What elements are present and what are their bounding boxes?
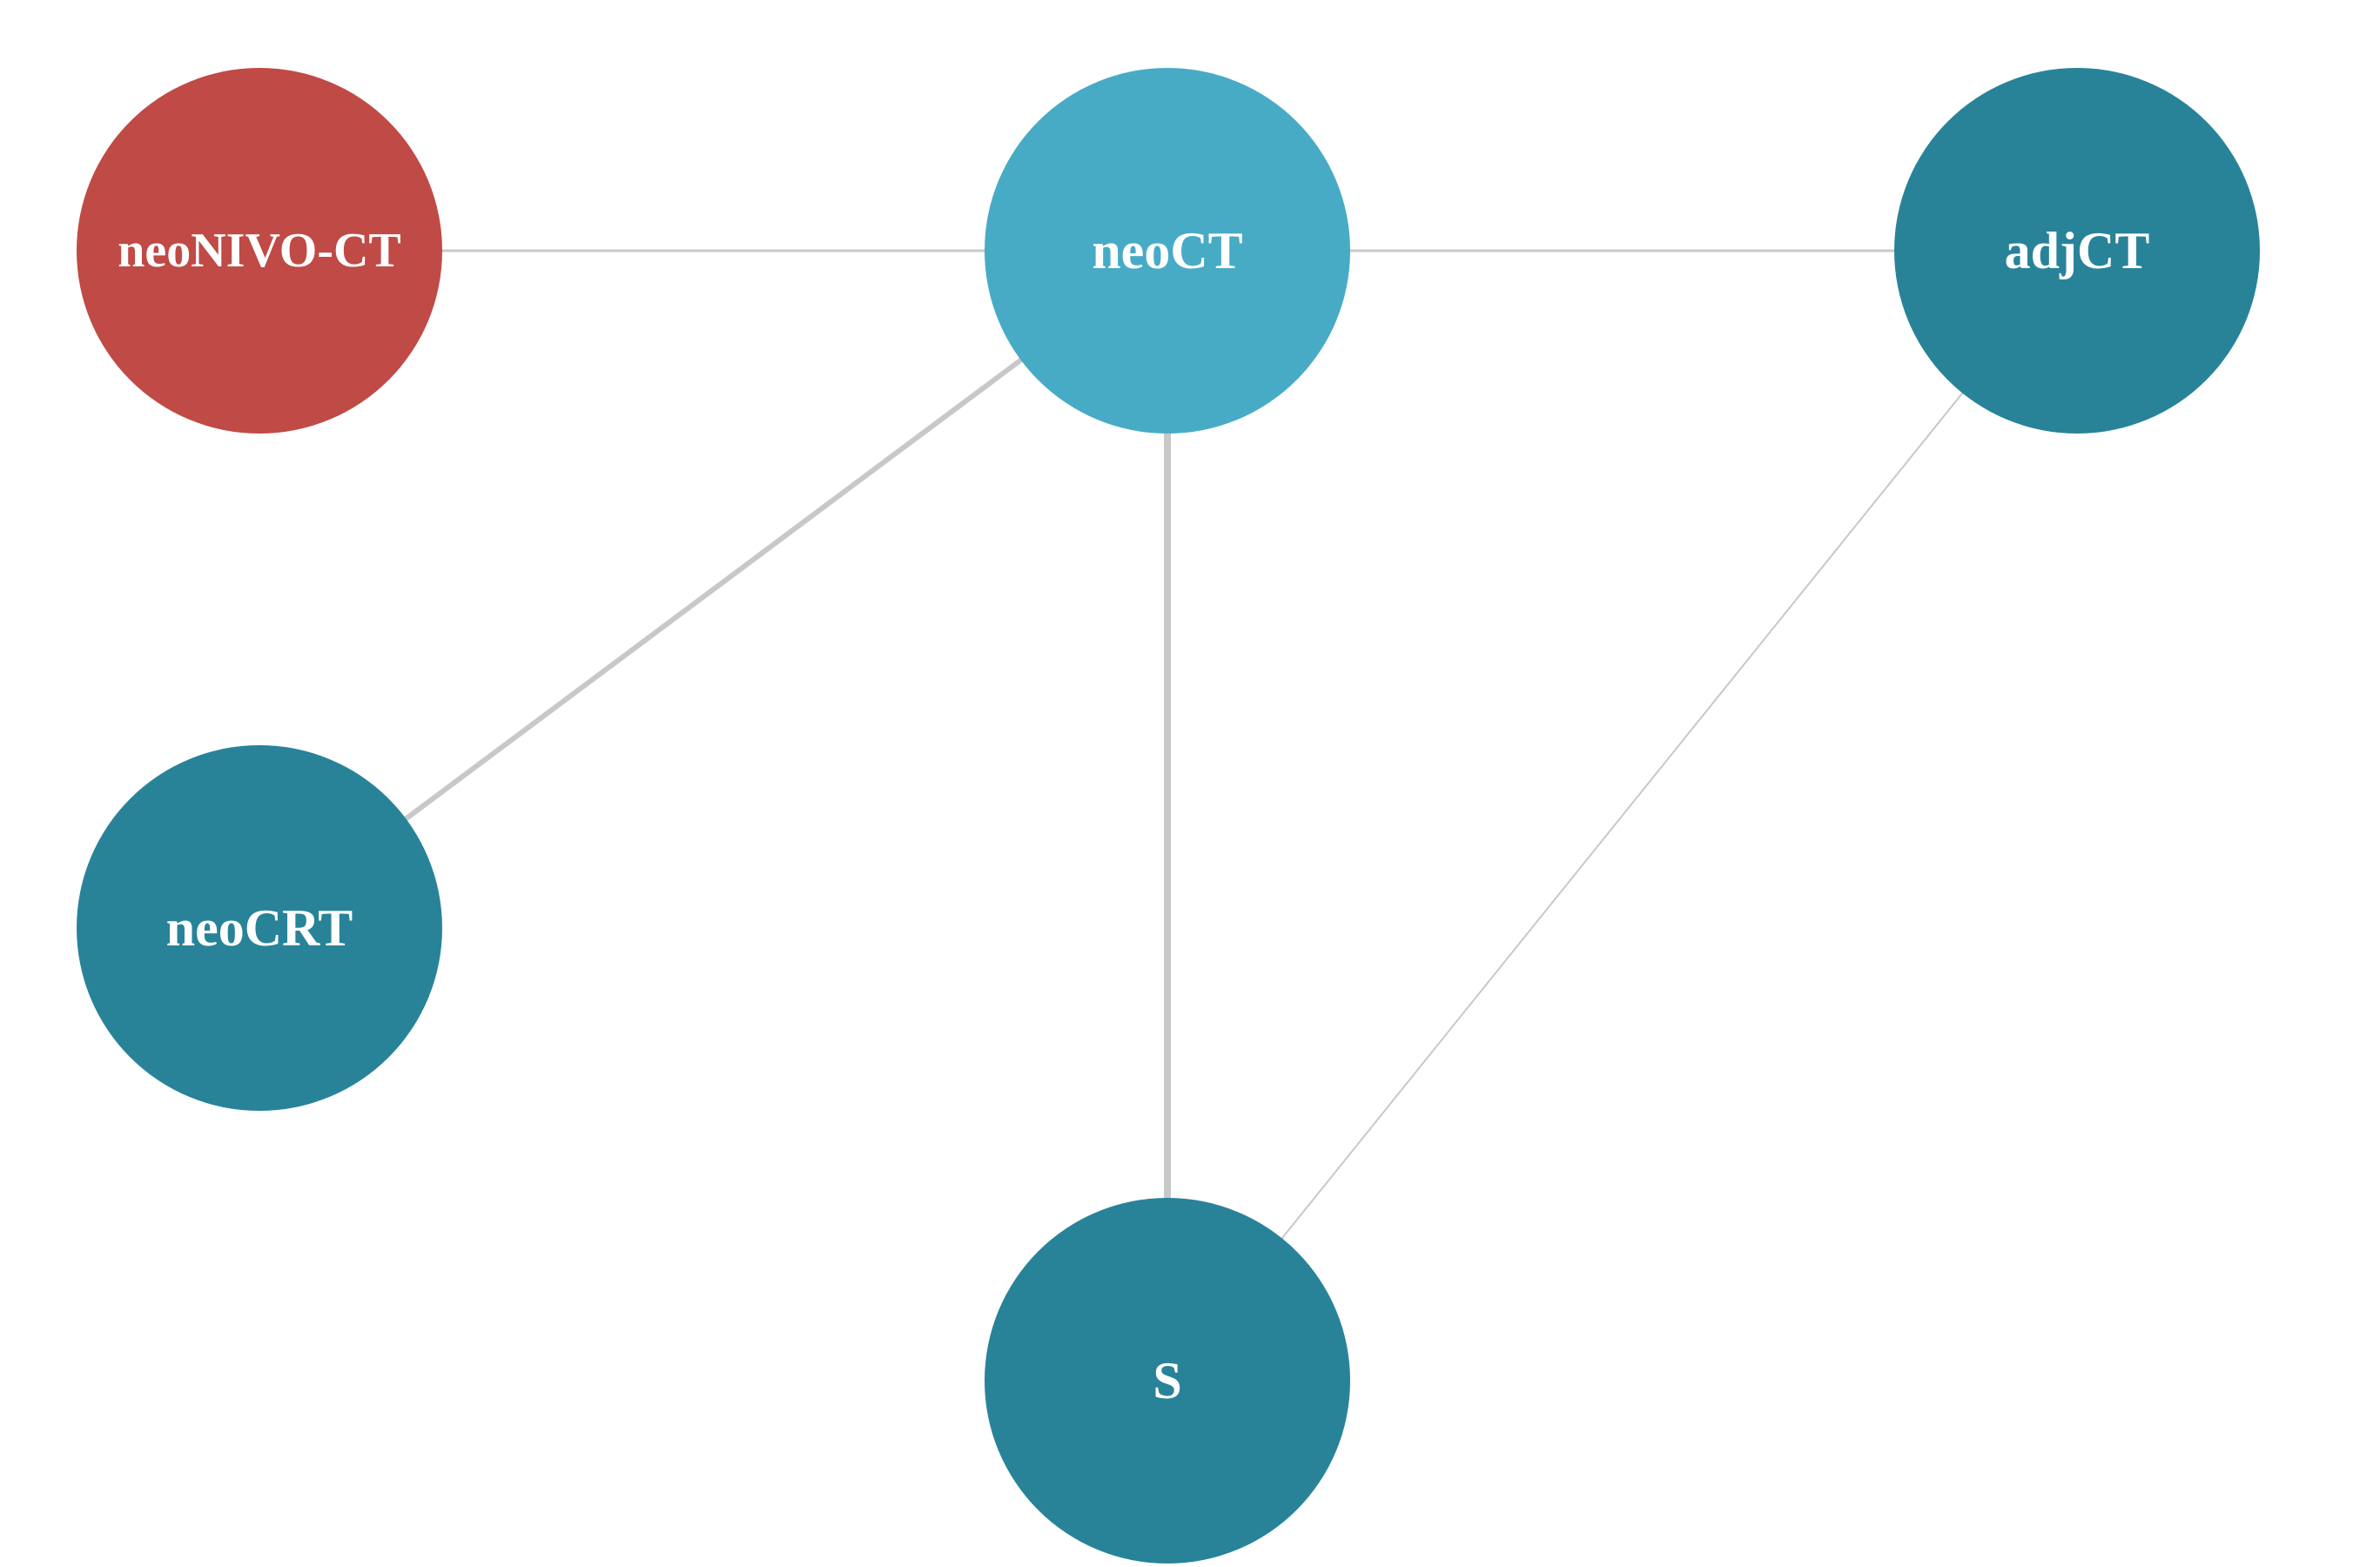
- node-neonivo-ct[interactable]: neoNIVO-CT: [77, 68, 442, 434]
- node-neoct[interactable]: neoCT: [985, 68, 1350, 434]
- node-neocrt[interactable]: neoCRT: [77, 745, 442, 1111]
- node-circle: [985, 68, 1350, 434]
- nodes-layer: neoNIVO-CT neoCT adjCT neoCRT S: [77, 68, 2260, 1564]
- node-label: S: [1153, 1352, 1181, 1409]
- node-circle: [77, 68, 442, 434]
- node-label: neoCRT: [166, 899, 353, 957]
- node-label: neoNIVO-CT: [118, 224, 401, 278]
- node-circle: [1894, 68, 2260, 434]
- edge-adjct-s: [1166, 250, 2078, 1382]
- node-s[interactable]: S: [985, 1198, 1350, 1564]
- node-label: neoCT: [1092, 222, 1242, 279]
- node-circle: [985, 1198, 1350, 1564]
- node-label: adjCT: [2005, 222, 2150, 279]
- node-adjct[interactable]: adjCT: [1894, 68, 2260, 434]
- node-circle: [77, 745, 442, 1111]
- edge-neoct-neocrt: [258, 248, 1169, 931]
